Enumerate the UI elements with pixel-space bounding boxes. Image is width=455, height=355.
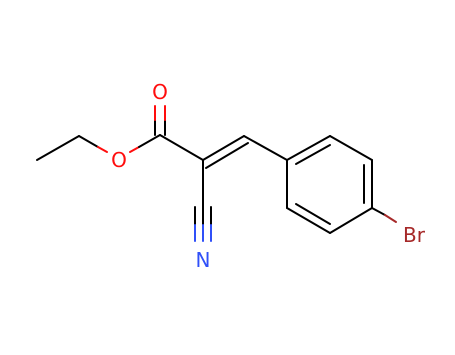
bond-ring-bromine-b [384, 214, 397, 223]
bond-ester-oxygen-carbonyl-b [138, 134, 161, 148]
ring-bond-1 [286, 135, 331, 161]
ring-bond-4 [329, 207, 373, 234]
ester-oxygen-label: O [111, 148, 127, 172]
bond-methyl-methylene [36, 135, 80, 161]
ring-inner-bond-1 [295, 144, 331, 165]
bonds [36, 105, 397, 242]
bond-methylene-ester-oxygen-a [78, 135, 99, 148]
ring-inner-bond-3 [295, 203, 331, 225]
bond-ring-bromine-a [371, 207, 386, 216]
bond-carbonyl-alpha [159, 134, 204, 161]
carbonyl-oxygen-label: O [152, 80, 168, 104]
atom-labels: O O N Br [111, 80, 426, 272]
nitrile-nitrogen-label: N [196, 248, 211, 272]
bond-beta-ring [243, 135, 288, 161]
bond-alkene-2 [205, 142, 249, 169]
ring-bond-5 [286, 207, 331, 234]
bromine-label: Br [403, 223, 426, 247]
bond-alkene-1 [202, 135, 245, 161]
ring-bond-2 [329, 135, 373, 161]
bond-ester-oxygen-carbonyl-a [129, 146, 140, 153]
bond-methylene-ester-oxygen-b [97, 146, 108, 153]
